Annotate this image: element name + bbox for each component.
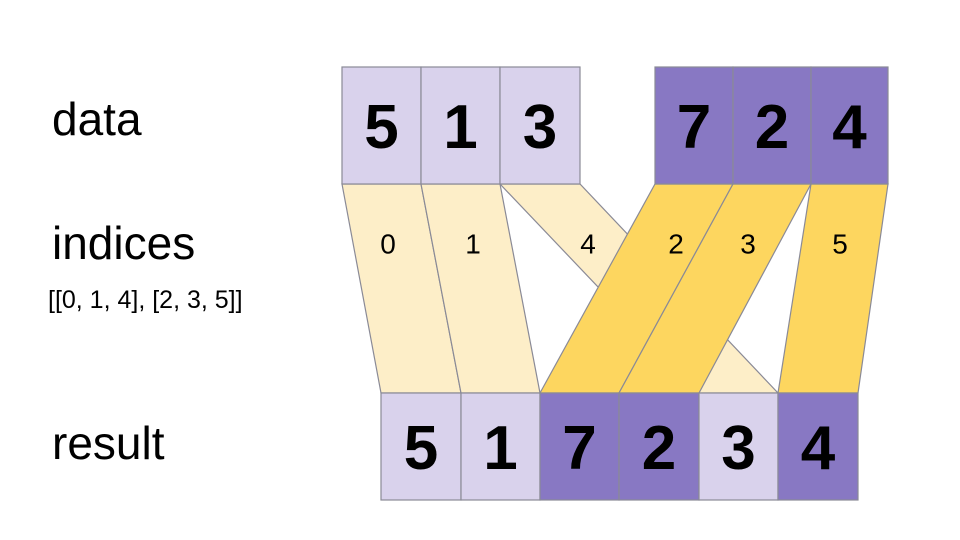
index-label: 3 [740, 229, 756, 260]
data-cell [420, 66, 501, 185]
row-label-indices: indices [52, 217, 196, 269]
data-cell-value: 4 [832, 93, 867, 162]
result-cell-value: 4 [801, 414, 836, 483]
result-cell [380, 392, 462, 501]
index-label: 4 [580, 229, 596, 260]
result-cell-value: 7 [562, 414, 596, 483]
result-cell [618, 392, 700, 501]
result-cell [698, 392, 779, 501]
row-label-result: result [52, 417, 165, 469]
index-label: 5 [832, 229, 848, 260]
result-cell-value: 3 [721, 414, 755, 483]
data-cell [654, 66, 734, 185]
data-cell-value: 1 [443, 93, 477, 162]
result-cell-value: 2 [642, 414, 676, 483]
index-label: 0 [380, 229, 396, 260]
result-cell [777, 392, 859, 501]
row-sublabel-indices-values: [[0, 1, 4], [2, 3, 5]] [48, 286, 243, 314]
result-cell-value: 5 [404, 414, 438, 483]
ribbon-layer [341, 183, 889, 394]
result-cell [539, 392, 620, 501]
data-cell-value: 3 [523, 93, 557, 162]
data-cell-value: 5 [364, 93, 398, 162]
index-label: 1 [465, 229, 481, 260]
result-cell [460, 392, 541, 501]
data-cell [810, 66, 889, 185]
indices-label-layer: 0 1 4 2 3 5 [380, 229, 848, 260]
result-cell-value: 1 [483, 414, 517, 483]
data-cell-value: 2 [755, 93, 789, 162]
data-cell [341, 66, 422, 185]
data-cell-value: 7 [677, 93, 711, 162]
index-label: 2 [668, 229, 684, 260]
data-cell [499, 66, 581, 185]
row-label-data: data [52, 93, 142, 145]
